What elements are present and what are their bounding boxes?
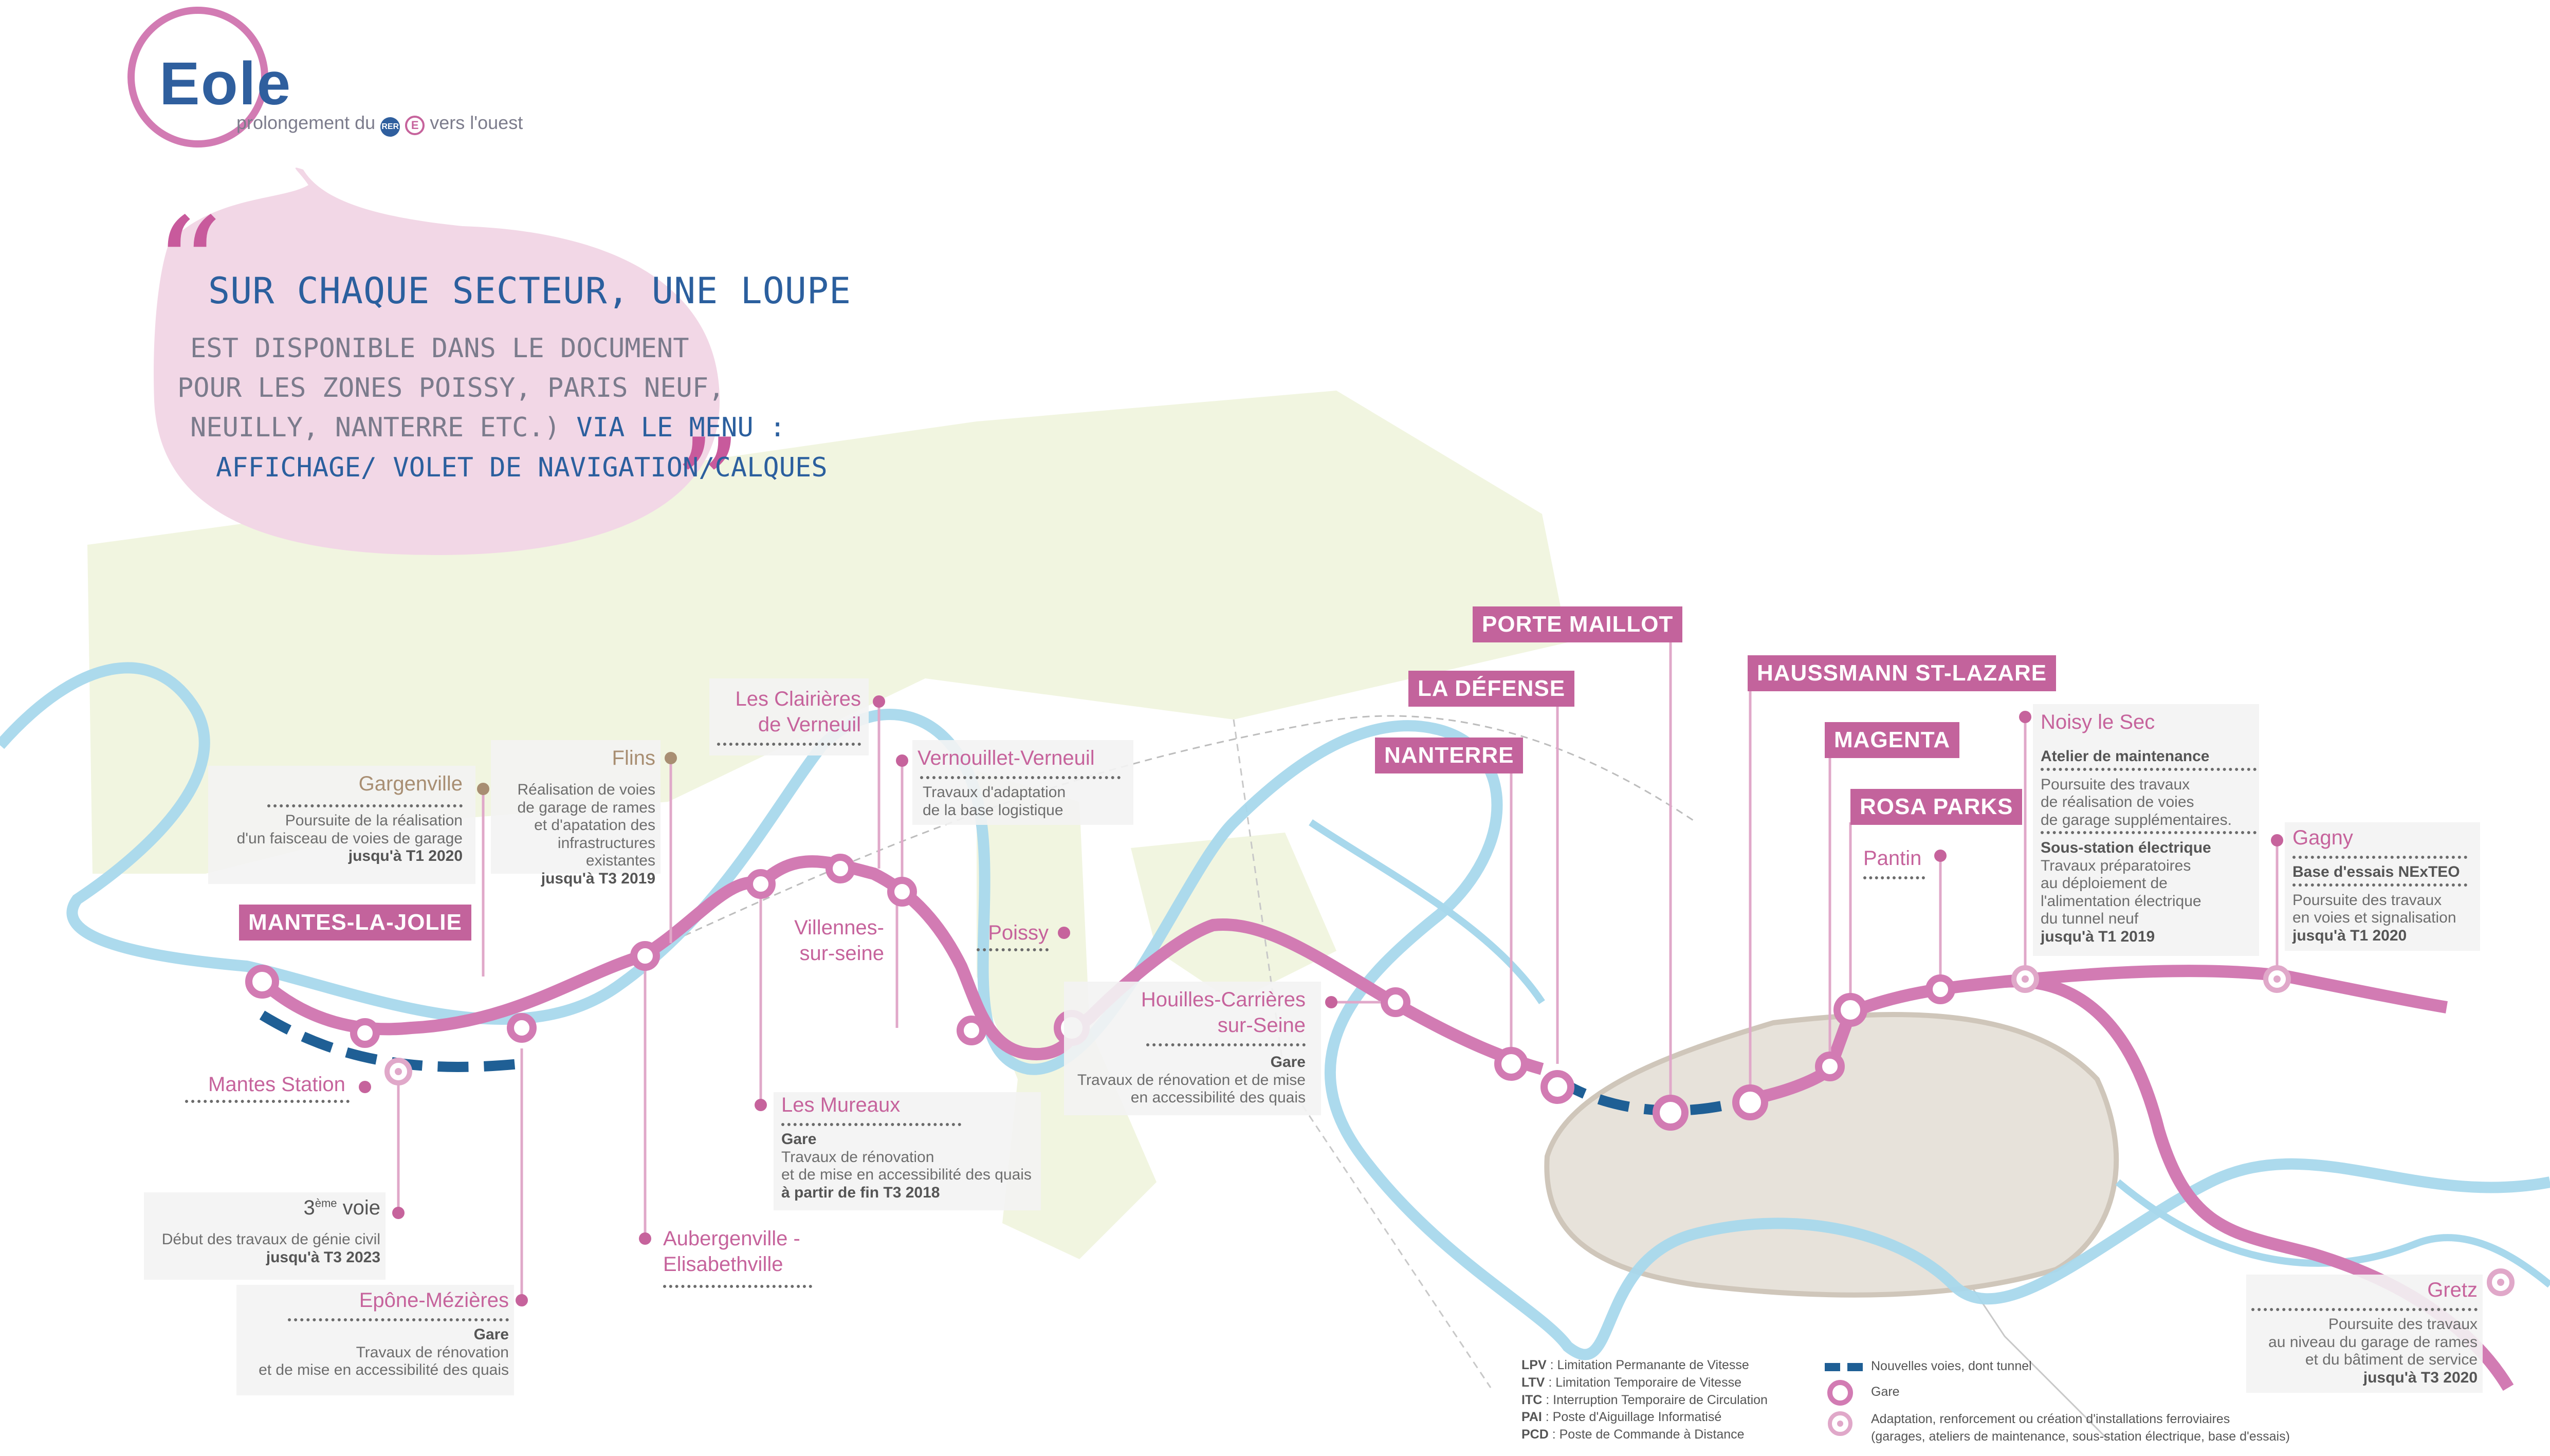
tag-porte-maillot: PORTE MAILLOT — [1473, 606, 1683, 642]
station-pantin: Pantin — [1863, 847, 1922, 870]
paris-area — [1544, 1012, 2119, 1298]
tag-la-defense: LA DÉFENSE — [1408, 671, 1575, 707]
rer-line-west — [258, 855, 1544, 1075]
station-vernouillet-verneuil: Vernouillet-Verneuil — [918, 747, 1095, 769]
note-les-mureaux: Gare Travaux de rénovation et de mise en… — [781, 1131, 1032, 1201]
close-quote-icon: ” — [673, 411, 742, 566]
station-les-mureaux: Les Mureaux — [781, 1094, 901, 1116]
quote-line: est disponible dans le document — [190, 333, 689, 364]
tag-mantes-la-jolie: MANTES-LA-JOLIE — [239, 905, 471, 941]
station-troisieme-voie: 3ème voie — [303, 1196, 380, 1219]
note-vernouillet: Travaux d'adaptation de la base logistiq… — [923, 784, 1066, 819]
logo-title: Eole — [159, 50, 292, 118]
legend-abbreviations: LPV : Limitation Permanante de Vitesse L… — [1521, 1358, 1768, 1442]
river-seine — [0, 662, 2550, 1360]
station-aubergenville: Aubergenville - Elisabethville — [663, 1227, 800, 1276]
tag-haussmann-st-lazare: HAUSSMANN ST-LAZARE — [1748, 655, 2057, 691]
station-poissy: Poissy — [988, 921, 1049, 944]
tag-nanterre: NANTERRE — [1375, 738, 1524, 773]
station-flins: Flins — [612, 747, 655, 769]
quote-line: pour les zones Poissy, Paris Neuf, — [177, 373, 725, 403]
note-houilles: Gare Travaux de rénovation et de mise en… — [1077, 1054, 1306, 1106]
station-villennes-sur-seine: Villennes- sur-seine — [794, 916, 884, 965]
station-epone-mezieres: Epône-Mézières — [359, 1289, 509, 1312]
station-houilles-carrieres: Houilles-Carrières sur-Seine — [1141, 988, 1306, 1037]
green-zone — [1131, 833, 1336, 1002]
note-epone: Gare Travaux de rénovation et de mise en… — [259, 1326, 509, 1378]
quote-line: Affichage/ Volet de navigation/calques — [216, 452, 828, 483]
station-gagny: Gagny — [2292, 826, 2353, 849]
road — [616, 715, 1697, 967]
legend-gare-icon — [1827, 1380, 1853, 1406]
station-gargenville: Gargenville — [358, 772, 463, 795]
station-les-clairieres: Les Clairières de Verneuil — [735, 688, 861, 736]
station-mantes-station: Mantes Station — [208, 1073, 345, 1096]
note-troisieme-voie: Début des travaux de génie civil jusqu'à… — [161, 1231, 380, 1266]
note-noisy: Atelier de maintenance Poursuite des tra… — [2041, 748, 2257, 946]
legend-gare: Gare — [1871, 1385, 1900, 1399]
note-gagny: Base d'essais NExTEO Poursuite des trava… — [2292, 863, 2467, 945]
logo-subtitle: prolongement du RER E vers l'ouest — [236, 112, 523, 137]
legend-adaptation: Adaptation, renforcement ou création d'i… — [1871, 1412, 2290, 1444]
logo-ring — [127, 7, 268, 148]
note-flins: Réalisation de voies de garage de rames … — [517, 781, 655, 887]
note-gargenville: Poursuite de la réalisation d'un faiscea… — [236, 812, 463, 864]
legend-new-track: Nouvelles voies, dont tunnel — [1871, 1359, 2032, 1373]
river-oise — [1309, 819, 1545, 1004]
rer-badge-icon: RER — [380, 117, 400, 137]
station-noisy-le-sec: Noisy le Sec — [2041, 711, 2155, 733]
quote-title: Sur chaque secteur, une loupe — [208, 270, 852, 312]
tag-magenta: MAGENTA — [1825, 722, 1960, 758]
quote-line: Neuilly, Nanterre etc.) via le menu : — [190, 412, 786, 443]
open-quote-icon: “ — [154, 190, 223, 345]
river-marne — [2115, 1179, 2550, 1288]
tag-rosa-parks: ROSA PARKS — [1850, 789, 2023, 825]
line-e-badge-icon: E — [405, 116, 425, 135]
new-track-tunnel — [1554, 1075, 1749, 1116]
note-gretz: Poursuite des travaux au niveau du garag… — [2268, 1316, 2478, 1386]
station-gretz: Gretz — [2427, 1279, 2478, 1301]
quote-bubble — [154, 168, 720, 555]
